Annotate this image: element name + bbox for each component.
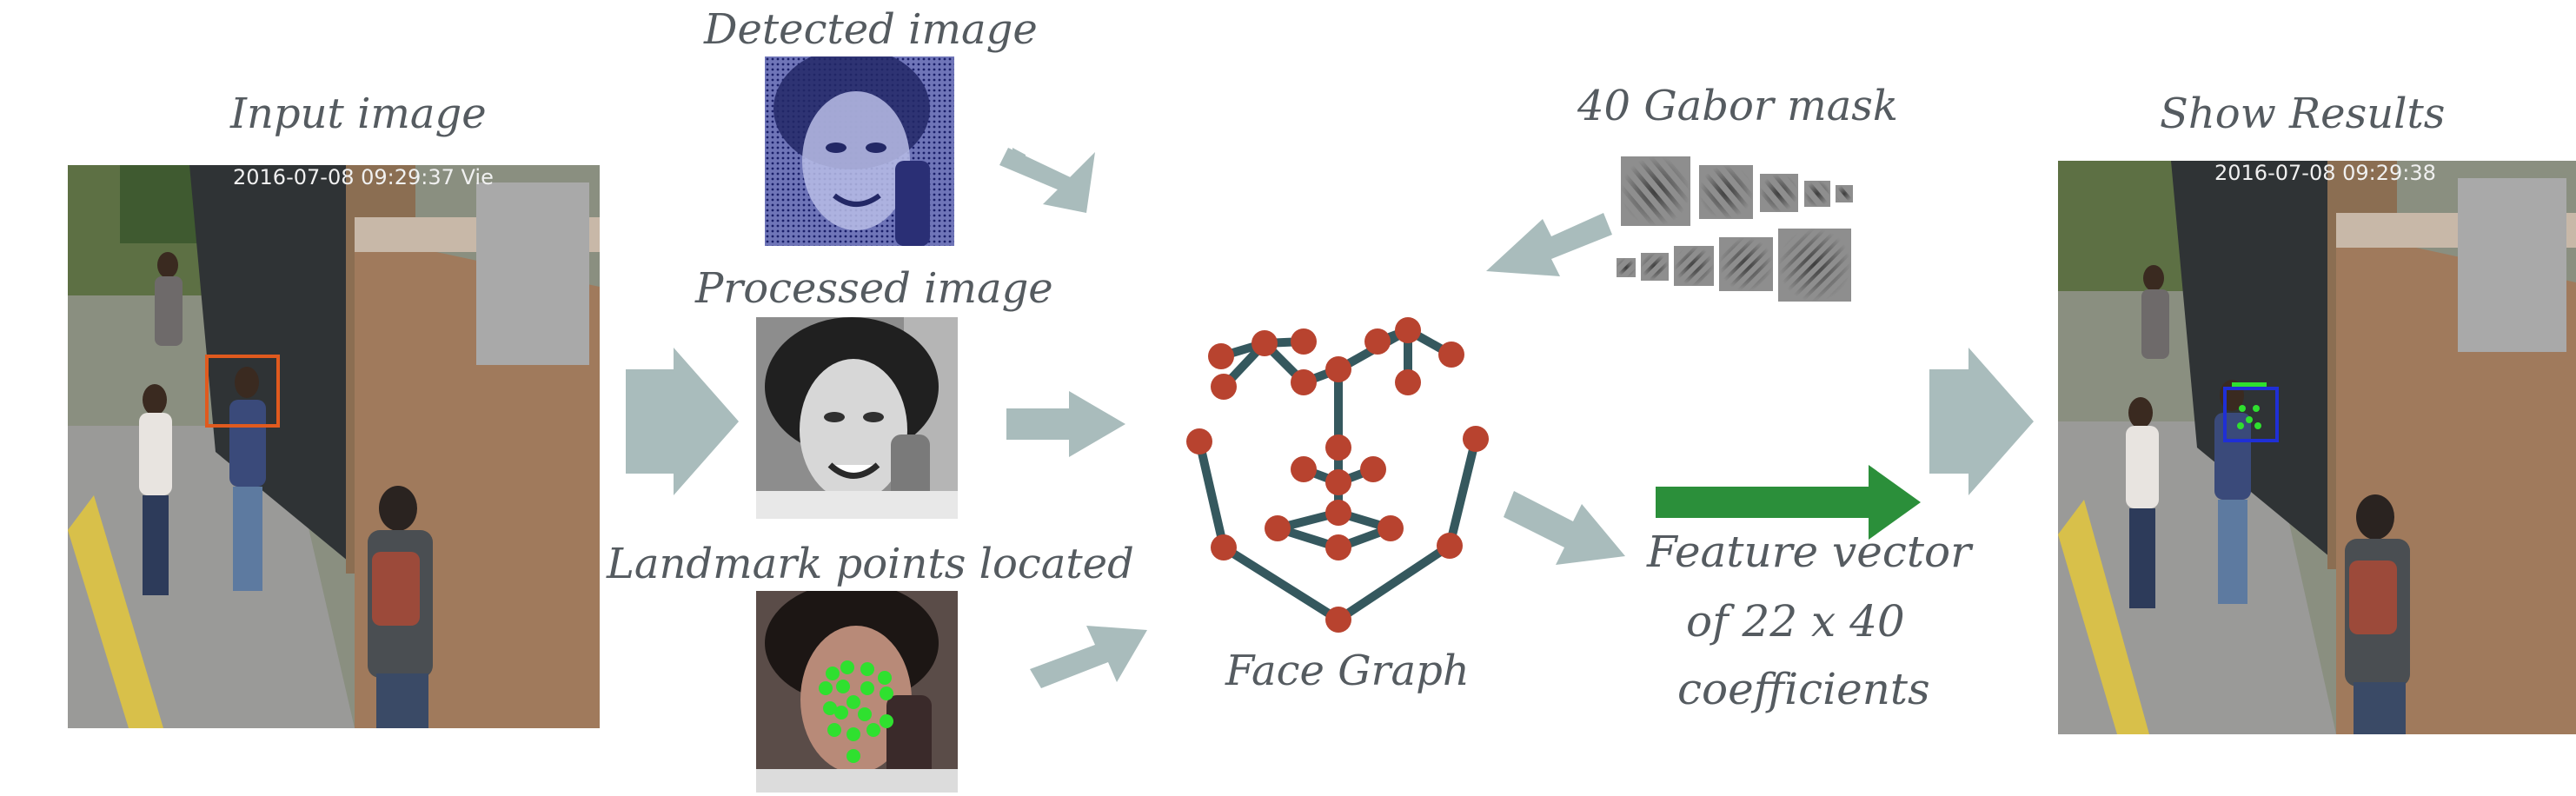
landmark-points — [819, 660, 893, 763]
right-arrow-icon — [1656, 465, 1921, 540]
gabor-mask-bank — [1617, 152, 1860, 308]
right-arrow-icon — [1486, 213, 1612, 276]
result-timestamp: 2016-07-08 09:29:38 — [2214, 161, 2436, 185]
gabor-filter-icon — [1617, 229, 1851, 302]
right-arrow-icon — [1504, 491, 1625, 565]
face-graph-nodes — [1186, 317, 1489, 633]
gabor-filter-icon — [1621, 156, 1853, 226]
label-processed-image: Processed image — [695, 264, 1053, 313]
label-detected-image: Detected image — [704, 5, 1038, 54]
input-timestamp: 2016-07-08 09:29:37 Vie — [233, 165, 494, 189]
label-gabor-mask: 40 Gabor mask — [1577, 82, 1898, 130]
right-arrow-icon — [1929, 348, 2034, 495]
detected-image — [765, 56, 954, 246]
label-show-results: Show Results — [2160, 90, 2446, 138]
label-feature-vector-1: Feature vector — [1647, 527, 1971, 577]
label-input-image: Input image — [230, 90, 487, 138]
label-feature-vector-2: of 22 x 40 — [1686, 596, 1905, 647]
label-face-graph: Face Graph — [1225, 647, 1470, 695]
right-arrow-icon — [1043, 152, 1095, 213]
input-image: 2016-07-08 09:29:37 Vie — [68, 165, 600, 728]
label-feature-vector-3: coefficients — [1677, 664, 1930, 714]
right-arrow-icon — [626, 348, 739, 495]
detection-box — [205, 355, 280, 428]
result-image: 2016-07-08 09:29:38 — [2058, 161, 2576, 734]
landmark-image — [756, 591, 958, 793]
right-arrow-icon — [999, 148, 1078, 193]
label-landmark-points: Landmark points located — [607, 540, 1134, 588]
recognition-box — [2223, 387, 2279, 442]
processed-image — [756, 317, 958, 519]
right-arrow-icon — [1030, 626, 1147, 688]
right-arrow-icon — [1006, 391, 1125, 457]
